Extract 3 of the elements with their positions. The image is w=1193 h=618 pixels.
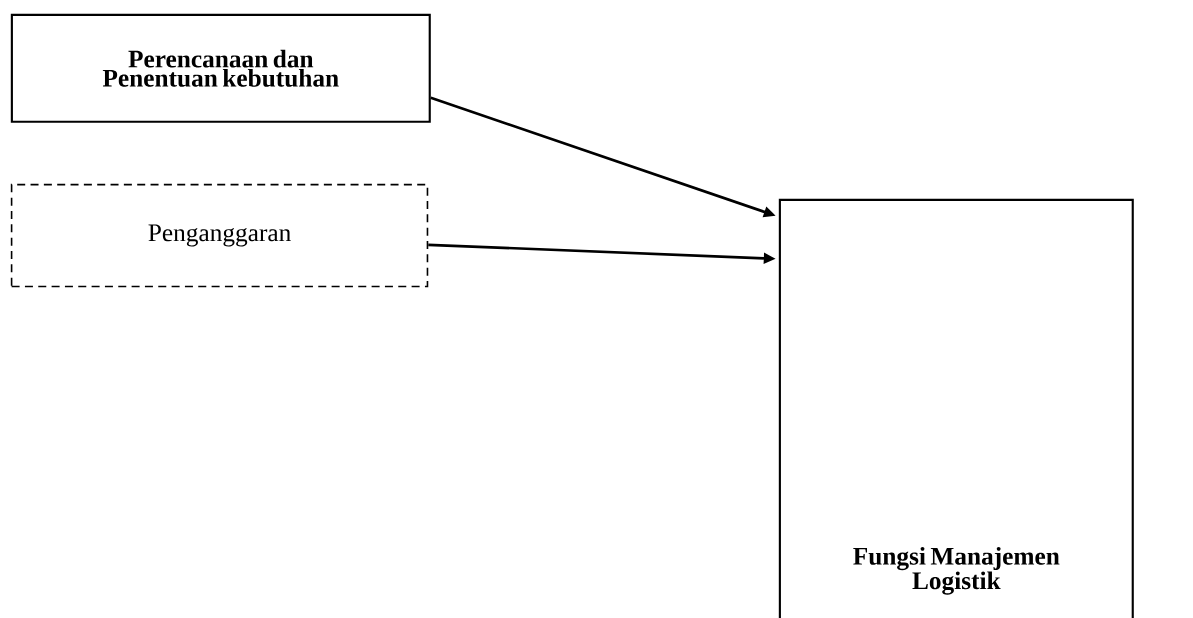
dashed-process-box: Fungsi Manajemen Logistik	[778, 198, 1134, 618]
process-box: Penganggaran	[10, 183, 429, 288]
dashed-process-box: Perencanaan dan Penentuan kebutuhan	[10, 13, 431, 123]
